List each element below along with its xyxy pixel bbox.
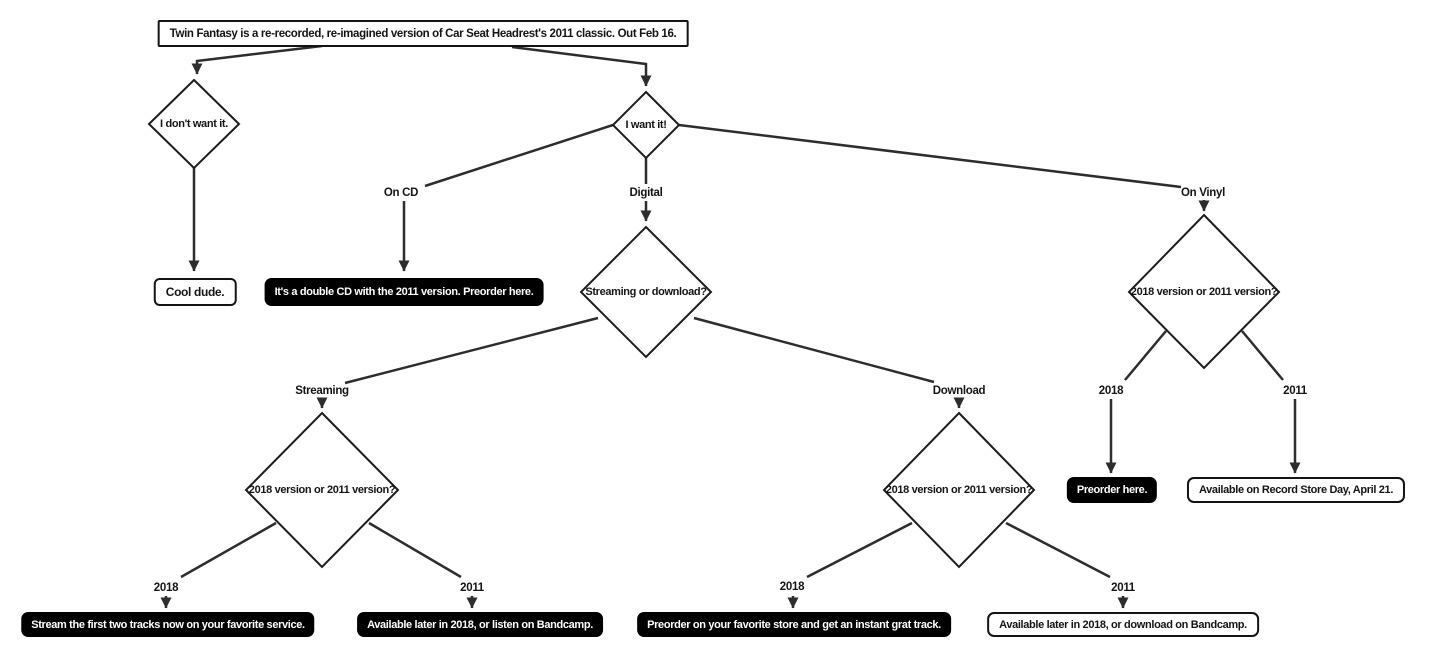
edge-streamingq-to-2011 bbox=[368, 521, 462, 579]
result-download-2018-link[interactable]: Preorder on your favorite store and get … bbox=[637, 612, 951, 637]
branch-label-download: Download bbox=[932, 385, 986, 397]
branch-label-download-2011: 2011 bbox=[1111, 582, 1135, 594]
result-streaming-2011-link[interactable]: Available later in 2018, or listen on Ba… bbox=[357, 612, 603, 637]
edge-root-to-accept bbox=[511, 45, 652, 87]
result-vinyl-2011-box: Available on Record Store Day, April 21. bbox=[1186, 477, 1406, 503]
branch-label-on-cd: On CD bbox=[383, 187, 419, 199]
edge-accept-to-onvinyl bbox=[678, 123, 1182, 189]
result-cd-preorder-link[interactable]: It's a double CD with the 2011 version. … bbox=[264, 278, 544, 306]
diamond-accept bbox=[611, 90, 681, 160]
branch-label-vinyl-2018: 2018 bbox=[1098, 385, 1124, 397]
streaming-question-text: 2018 version or 2011 version? bbox=[248, 484, 396, 496]
vinyl-question-text: 2018 version or 2011 version? bbox=[1130, 286, 1278, 298]
result-vinyl-2018-preorder-link[interactable]: Preorder here. bbox=[1066, 477, 1158, 503]
edge-downloadq-to-2011 bbox=[1005, 521, 1111, 579]
edge-vinylq-to-2011 bbox=[1241, 330, 1284, 381]
diamond-download-question bbox=[882, 411, 1036, 569]
result-cool-dude-box: Cool dude. bbox=[153, 278, 237, 306]
digital-question-text: Streaming or download? bbox=[585, 286, 707, 298]
decline-question-text: I don't want it. bbox=[160, 118, 228, 130]
accept-question-text: I want it! bbox=[625, 119, 667, 131]
root-statement-box: Twin Fantasy is a re-recorded, re-imagin… bbox=[157, 20, 689, 47]
edge-root-to-decline bbox=[191, 44, 323, 75]
edge-digitalq-to-download bbox=[693, 316, 935, 384]
branch-label-streaming: Streaming bbox=[295, 385, 349, 397]
branch-label-on-vinyl: On Vinyl bbox=[1180, 187, 1226, 199]
decision-diamonds bbox=[147, 78, 1281, 569]
edge-accept-to-oncd bbox=[424, 123, 614, 188]
branch-label-streaming-2018: 2018 bbox=[153, 582, 179, 594]
branch-label-streaming-2011: 2011 bbox=[460, 582, 484, 594]
result-download-2011-box: Available later in 2018, or download on … bbox=[987, 612, 1259, 637]
download-question-text: 2018 version or 2011 version? bbox=[885, 484, 1033, 496]
diamond-vinyl-question bbox=[1127, 213, 1281, 370]
diamond-streaming-question bbox=[244, 411, 400, 569]
result-streaming-2018-link[interactable]: Stream the first two tracks now on your … bbox=[21, 612, 315, 637]
branch-label-download-2018: 2018 bbox=[779, 581, 805, 593]
edge-vinylq-to-2018 bbox=[1124, 330, 1167, 381]
diamond-digital-question bbox=[579, 225, 713, 359]
branch-label-digital: Digital bbox=[629, 187, 663, 199]
connectors bbox=[160, 44, 1301, 609]
edge-digitalq-to-streaming bbox=[344, 316, 599, 385]
diamond-decline bbox=[147, 78, 241, 170]
branch-label-vinyl-2011: 2011 bbox=[1283, 385, 1307, 397]
edge-streamingq-to-2018 bbox=[180, 521, 277, 579]
edge-downloadq-to-2018 bbox=[806, 521, 913, 579]
